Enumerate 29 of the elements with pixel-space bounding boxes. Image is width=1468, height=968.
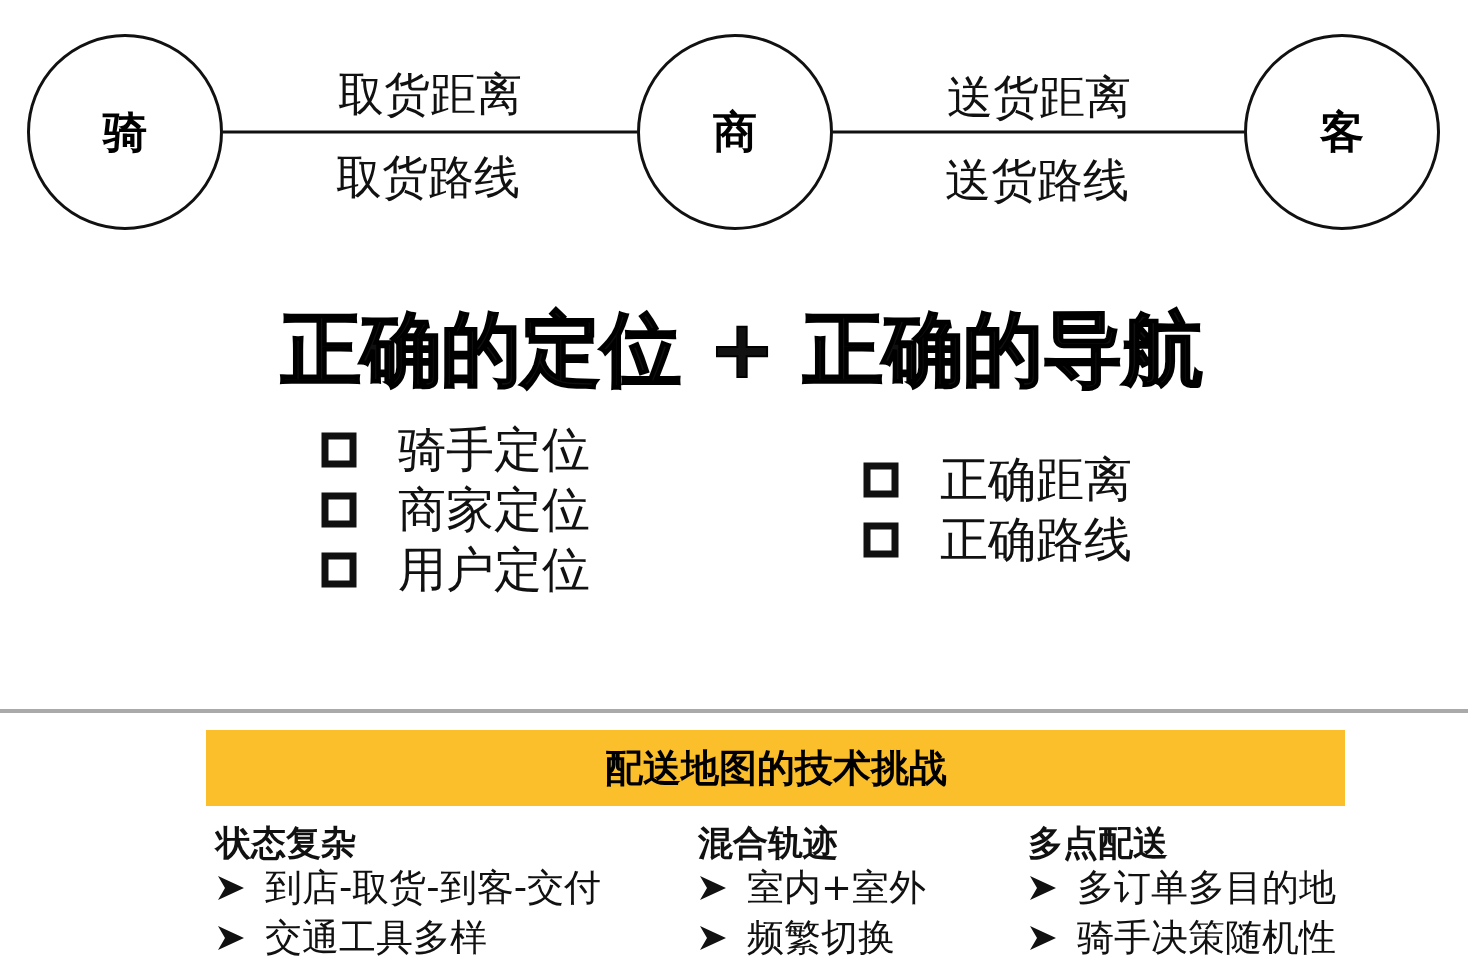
edge-label: 取货距离 xyxy=(338,67,522,121)
bullet-item: 频繁切换 xyxy=(747,916,895,960)
circle-node xyxy=(1244,34,1440,230)
column-heading: 状态复杂 xyxy=(216,822,356,864)
list-item: 用户定位 xyxy=(398,542,590,598)
edge-note: 送货路线 xyxy=(945,153,1129,207)
list-item: 正确路线 xyxy=(940,512,1132,568)
edge-label: 送货距离 xyxy=(946,70,1131,124)
node-label: 客 xyxy=(1320,104,1364,159)
bullet-item: 到店-取货-到客-交付 xyxy=(265,866,602,910)
column-heading: 多点配送 xyxy=(1028,822,1168,864)
list-item: 商家定位 xyxy=(398,482,590,538)
node-label: 商 xyxy=(713,104,757,159)
bullet-item: 多订单多目的地 xyxy=(1077,866,1336,910)
column-heading: 混合轨迹 xyxy=(698,822,838,864)
bullet-item: 交通工具多样 xyxy=(265,916,487,960)
edge-note: 取货路线 xyxy=(336,150,520,204)
circle-node xyxy=(637,34,833,230)
list-item: 正确距离 xyxy=(940,452,1132,508)
band-title: 配送地图的技术挑战 xyxy=(604,744,947,792)
title: 正确的定位 + 正确的导航 xyxy=(280,304,1204,396)
node-label: 骑 xyxy=(103,104,147,159)
bullet-item: 骑手决策随机性 xyxy=(1077,916,1336,960)
heading-band xyxy=(206,730,1345,806)
connector-line xyxy=(833,130,1244,134)
circle-node xyxy=(27,34,223,230)
list-item: 骑手定位 xyxy=(398,422,590,478)
connector-line xyxy=(223,130,637,134)
bullet-item: 室内+室外 xyxy=(747,866,926,910)
